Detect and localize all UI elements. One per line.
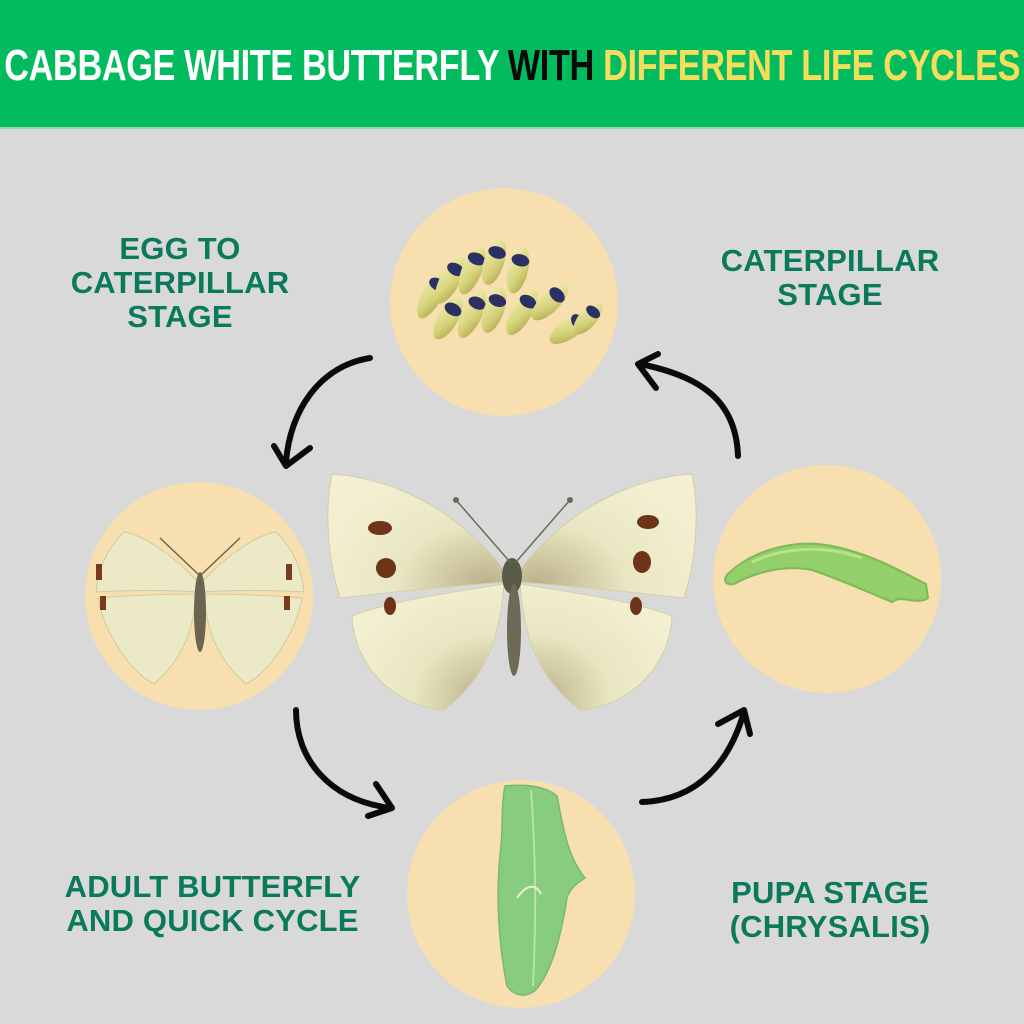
caterpillar-icon <box>724 542 930 604</box>
title-part-1: CABBAGE WHITE BUTTERFLY <box>4 41 508 90</box>
title-banner: CABBAGE WHITE BUTTERFLY WITH DIFFERENT L… <box>0 0 1024 128</box>
egg-cluster-icon <box>416 238 603 345</box>
arrow-caterpillar-to-eggs-icon <box>635 351 741 459</box>
header-divider <box>0 127 1024 129</box>
label-egg-to-caterpillar: EGG TO CATERPILLAR STAGE <box>70 231 290 334</box>
center-butterfly-icon <box>327 473 697 711</box>
small-butterfly-icon <box>95 531 305 685</box>
title-part-2: WITH <box>507 41 603 90</box>
page-title: CABBAGE WHITE BUTTERFLY WITH DIFFERENT L… <box>4 41 1020 91</box>
arrow-eggs-to-adult-icon <box>271 355 373 469</box>
chrysalis-icon <box>497 784 587 996</box>
arrow-pupa-to-caterpillar-icon <box>639 707 753 805</box>
arrow-adult-to-pupa-icon <box>293 707 395 819</box>
label-pupa-stage: PUPA STAGE (CHRYSALIS) <box>729 875 931 944</box>
label-adult-butterfly: ADULT BUTTERFLY AND QUICK CYCLE <box>64 869 361 938</box>
label-caterpillar-stage: CATERPILLAR STAGE <box>720 243 940 312</box>
title-part-3: DIFFERENT LIFE CYCLES <box>602 41 1020 90</box>
